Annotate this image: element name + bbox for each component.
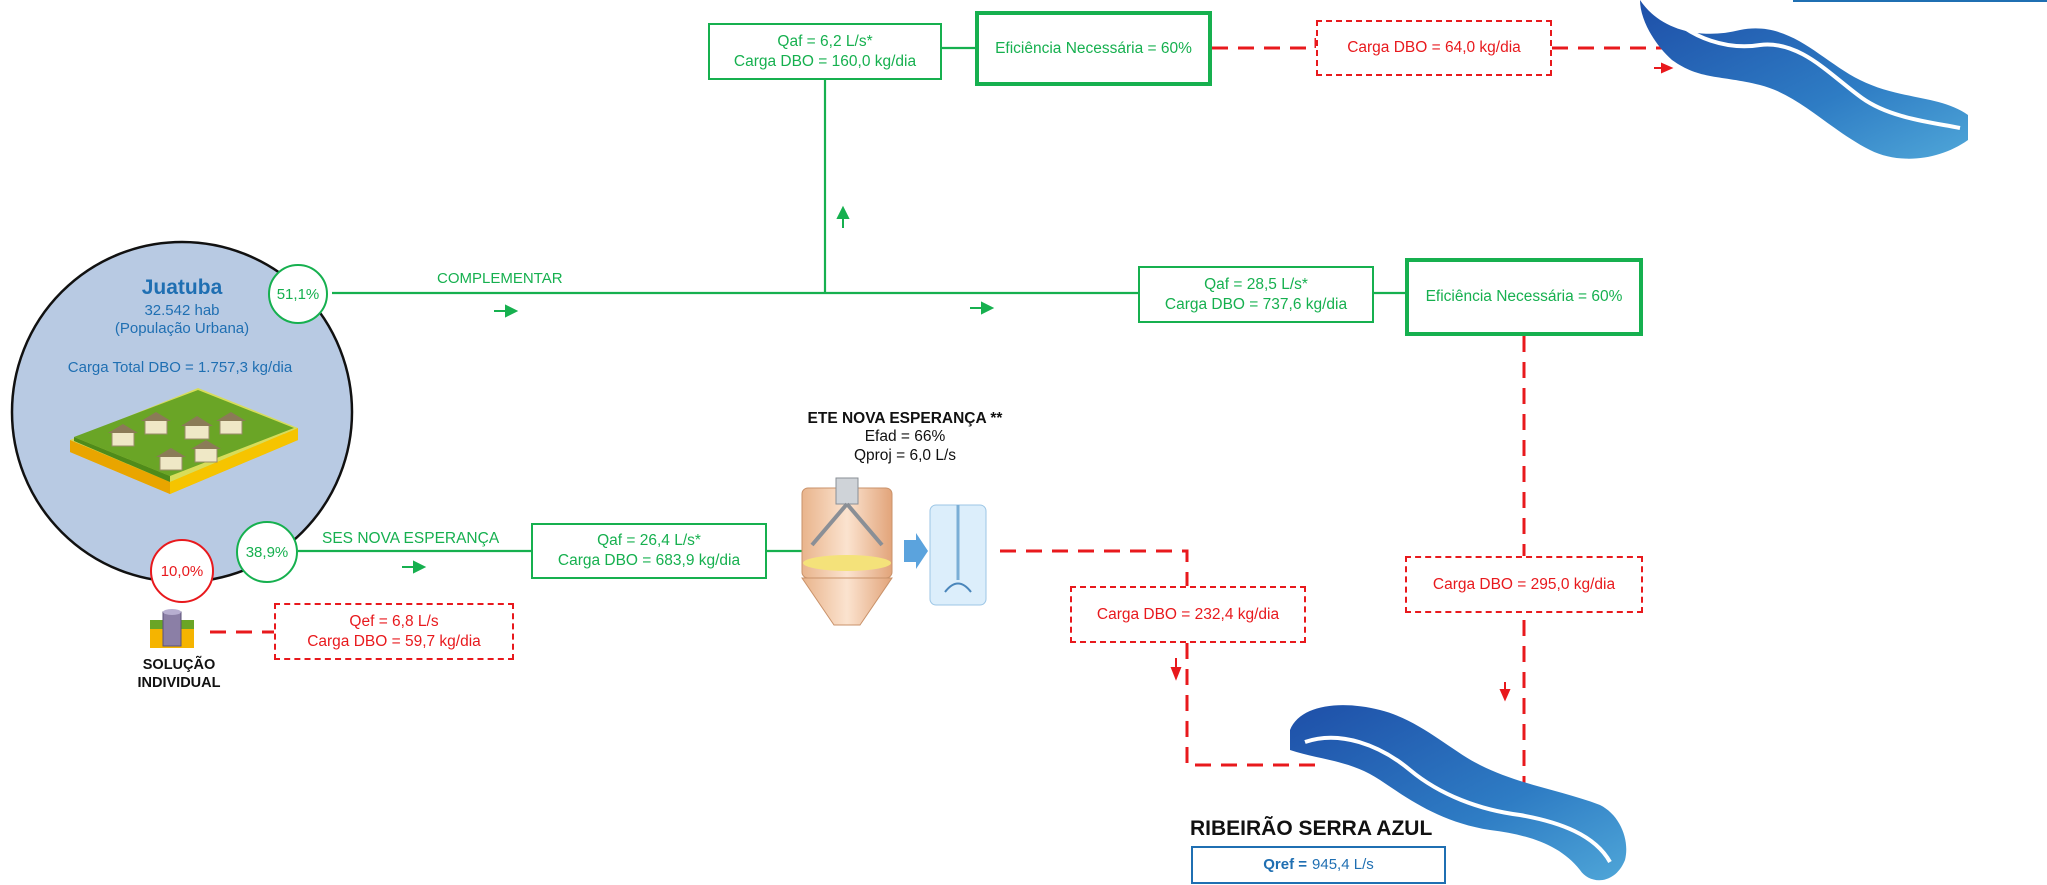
label-individual-2: INDIVIDUAL	[137, 675, 221, 691]
top-efficiency-text: Eficiência Necessária = 60%	[995, 39, 1192, 57]
city-population-note: (População Urbana)	[114, 320, 250, 337]
ete-title: ETE NOVA ESPERANÇA **	[807, 410, 1003, 427]
city-population: 32.542 hab	[144, 302, 220, 319]
mid-flow-box: Qaf = 28,5 L/s* Carga DBO = 737,6 kg/dia	[1138, 266, 1374, 323]
green-flow-lines	[298, 46, 1405, 553]
mid-efficiency-text: Eficiência Necessária = 60%	[1425, 288, 1623, 305]
river-qref-value: 945,4 L/s	[1312, 856, 1374, 873]
individual-output-qef: Qef = 6,8 L/s	[349, 612, 439, 630]
river-bottom-illustration	[1290, 705, 1627, 881]
ete-output-load: Carga DBO = 232,4 kg/dia	[1096, 605, 1280, 623]
city-total-load: Carga Total DBO = 1.757,3 kg/dia	[67, 359, 293, 376]
ete-qproj: Qproj = 6,0 L/s	[853, 447, 957, 464]
green-arrows	[402, 205, 995, 574]
river-name: RIBEIRÃO SERRA AZUL	[1190, 817, 1433, 840]
ete-reactor-illustration	[801, 477, 987, 626]
ses-flow-qaf: Qaf = 26,4 L/s*	[597, 532, 701, 549]
top-output-box: Carga DBO = 64,0 kg/dia	[1316, 20, 1552, 76]
ses-flow-load: Carga DBO = 683,9 kg/dia	[557, 552, 741, 569]
city-name: Juatuba	[141, 276, 223, 299]
share-ses-badge: 38,9%	[236, 521, 298, 583]
mid-flow-qaf: Qaf = 28,5 L/s*	[1204, 275, 1308, 293]
top-flow-load: Carga DBO = 160,0 kg/dia	[733, 52, 917, 70]
mid-efficiency-box: Eficiência Necessária = 60%	[1405, 258, 1643, 336]
top-efficiency-box: Eficiência Necessária = 60%	[975, 11, 1212, 86]
river-top-illustration	[1640, 0, 1968, 159]
top-output-load: Carga DBO = 64,0 kg/dia	[1347, 39, 1521, 56]
mid-output-box: Carga DBO = 295,0 kg/dia	[1405, 556, 1643, 613]
mid-output-load: Carga DBO = 295,0 kg/dia	[1432, 575, 1616, 593]
top-flow-box: Qaf = 6,2 L/s* Carga DBO = 160,0 kg/dia	[708, 23, 942, 80]
label-complementar: COMPLEMENTAR	[437, 270, 563, 287]
ete-efad: Efad = 66%	[864, 428, 946, 445]
share-individual-badge: 10,0%	[150, 539, 214, 603]
village-illustration	[70, 388, 298, 494]
septic-tank-icon	[150, 609, 194, 648]
red-dashed-lines	[210, 38, 1690, 790]
ete-output-box: Carga DBO = 232,4 kg/dia	[1070, 586, 1306, 643]
label-ses: SES NOVA ESPERANÇA	[322, 530, 500, 547]
share-complementar-badge: 51,1%	[268, 264, 328, 324]
individual-output-load: Carga DBO = 59,7 kg/dia	[307, 632, 481, 650]
river-qref-label: Qref =	[1263, 856, 1308, 873]
red-arrows	[1170, 62, 1674, 702]
mid-flow-load: Carga DBO = 737,6 kg/dia	[1164, 295, 1348, 313]
river-qref-box: Qref = 945,4 L/s	[1191, 846, 1446, 884]
top-flow-qaf: Qaf = 6,2 L/s*	[777, 32, 873, 50]
label-individual-1: SOLUÇÃO	[142, 657, 216, 673]
ses-flow-box: Qaf = 26,4 L/s* Carga DBO = 683,9 kg/dia	[531, 523, 767, 579]
individual-output-box: Qef = 6,8 L/s Carga DBO = 59,7 kg/dia	[274, 603, 514, 660]
